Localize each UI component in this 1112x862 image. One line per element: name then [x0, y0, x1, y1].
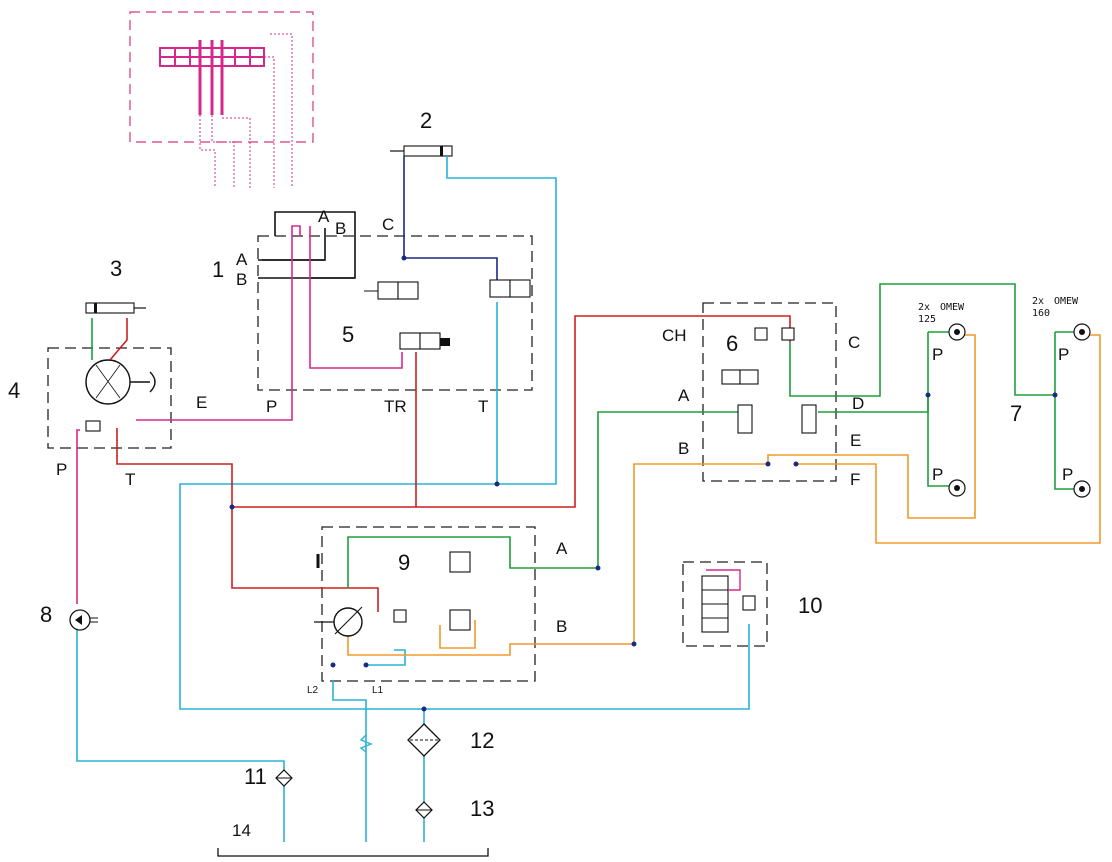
- line-drain-l2: [332, 680, 367, 842]
- port-v6-e: E: [850, 431, 861, 450]
- line-green-d: [818, 395, 929, 413]
- pump-8: [69, 609, 98, 631]
- joystick-symbol: [159, 40, 265, 115]
- spec-right-model: OMEW: [1054, 296, 1079, 307]
- label-9: 9: [398, 550, 410, 575]
- port-motor-p4: P: [1062, 465, 1073, 484]
- filter-13: [415, 801, 433, 819]
- port-pump4-t: T: [125, 470, 135, 489]
- line-pressure-9: [330, 587, 379, 612]
- spec-left-size: 125: [918, 314, 936, 325]
- label-2: 2: [420, 108, 432, 133]
- filter-11: [275, 769, 293, 787]
- port-top-c: C: [382, 215, 394, 234]
- cylinder-3: [85, 302, 146, 314]
- pump-9: [314, 551, 471, 637]
- pump-box-9: [321, 526, 536, 682]
- line-return-cylinder-2: [446, 156, 557, 485]
- port-v6-d: D: [852, 394, 864, 413]
- spec-right-size: 160: [1032, 308, 1050, 319]
- pump-box-4: [47, 347, 172, 449]
- tank-bracket: [217, 848, 489, 857]
- junction-dots: [229, 255, 1058, 712]
- label-11: 11: [244, 764, 267, 789]
- line-drain-l1: [366, 649, 406, 666]
- port-v5-p: P: [266, 397, 277, 416]
- line-orange-9b: [439, 620, 476, 649]
- label-8: 8: [40, 602, 52, 627]
- line-cylinder-2: [403, 156, 498, 280]
- valve-5-upper: [364, 281, 419, 300]
- port-top-a: A: [318, 207, 330, 226]
- port-v6-f: F: [850, 470, 860, 489]
- line-orange-e: [767, 334, 976, 519]
- line-return-pump-8: [76, 622, 285, 774]
- port-pump9-l1: L1: [372, 685, 384, 696]
- joystick-pilot-lines: [199, 33, 293, 188]
- label-4: 4: [8, 378, 20, 403]
- valve-5-lower: [399, 332, 450, 350]
- label-6: 6: [726, 331, 738, 356]
- port-pump4-e: E: [196, 393, 207, 412]
- line-pressure-t: [116, 428, 330, 589]
- port-v6-b: B: [678, 439, 689, 458]
- port-v6-a: A: [678, 386, 690, 405]
- valve-block-5: [257, 235, 533, 391]
- check-valve-spring: [359, 734, 373, 753]
- valve-block-6: [702, 302, 837, 482]
- port-v6-ch: CH: [662, 326, 687, 345]
- port-pump4-p: P: [56, 460, 67, 479]
- port-v6-c: C: [848, 333, 860, 352]
- port-motor-p3: P: [1058, 345, 1069, 364]
- port-v1-b: B: [236, 270, 247, 289]
- label-7: 7: [1010, 401, 1022, 426]
- line-pilot-8: [76, 429, 80, 604]
- line-pressure-main: [232, 315, 791, 508]
- valve-block-10: [682, 561, 768, 647]
- line-drive-a: [347, 411, 748, 588]
- label-1: 1: [212, 257, 224, 282]
- valve-10-symbol: [701, 569, 756, 633]
- port-v5-tr: TR: [384, 397, 407, 416]
- label-3: 3: [110, 256, 122, 281]
- port-top-b: B: [335, 219, 346, 238]
- port-pump9-l2: L2: [307, 685, 319, 696]
- filter-12: [407, 723, 441, 757]
- line-orange-f: [796, 334, 1101, 544]
- line-pilot-e: [136, 225, 301, 421]
- cylinder-2: [390, 145, 453, 157]
- valve-5-right: [489, 279, 531, 298]
- line-drive-b: [347, 463, 768, 656]
- label-12: 12: [470, 728, 494, 753]
- spec-left-qty: 2x: [918, 302, 930, 313]
- port-v5-t: T: [478, 397, 488, 416]
- port-motor-p1: P: [932, 345, 943, 364]
- label-14: 14: [232, 821, 251, 840]
- port-v1-a: A: [236, 250, 248, 269]
- port-motor-p2: P: [932, 465, 943, 484]
- port-pump9-a: A: [556, 539, 568, 558]
- motor-160-top: [1073, 323, 1091, 341]
- pump-4: [85, 318, 156, 432]
- line-pilot-loop: [309, 226, 403, 369]
- valve-6-symbols: [721, 327, 817, 434]
- line-motor-160-feed: [1054, 332, 1075, 490]
- line-green-c: [789, 283, 1055, 397]
- line-motor-125-feed: [927, 332, 950, 487]
- line-return-main: [179, 483, 750, 710]
- label-10: 10: [798, 593, 822, 618]
- motor-125-top: [948, 323, 966, 341]
- line-top-a: [262, 228, 326, 261]
- spec-right-qty: 2x: [1032, 296, 1044, 307]
- spec-left-model: OMEW: [940, 302, 965, 313]
- motor-125-bottom: [948, 479, 966, 497]
- port-pump9-b: B: [556, 617, 567, 636]
- motor-160-bottom: [1073, 480, 1091, 498]
- label-13: 13: [470, 796, 494, 821]
- label-5: 5: [342, 322, 354, 347]
